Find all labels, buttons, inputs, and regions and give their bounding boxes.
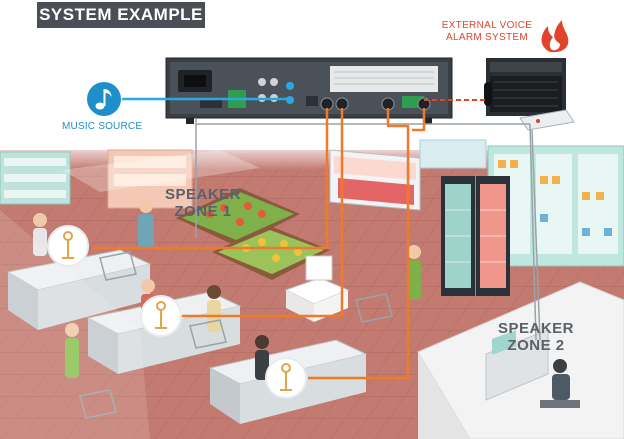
person xyxy=(407,245,421,300)
back-shelves xyxy=(0,139,624,267)
person xyxy=(207,285,221,332)
office-room xyxy=(417,281,624,439)
music-note-icon xyxy=(87,82,121,116)
rack-lines xyxy=(195,118,541,341)
freezers xyxy=(329,149,421,211)
shoppers xyxy=(33,199,421,380)
page-title: SYSTEM EXAMPLE xyxy=(37,2,205,28)
ceiling-speaker-icon xyxy=(47,225,89,267)
drink-coolers xyxy=(441,176,510,296)
speaker-cables xyxy=(92,108,426,380)
speaker-zone-2-line2: ZONE 2 xyxy=(507,337,565,354)
ceiling-speaker-icon xyxy=(140,295,182,337)
shopping-carts xyxy=(79,251,393,419)
external-alarm-label-line2: ALARM SYSTEM xyxy=(446,32,528,43)
speaker-zone-2-label: SPEAKER ZONE 2 xyxy=(486,320,586,354)
person xyxy=(138,199,154,248)
external-alarm-label-line1: EXTERNAL VOICE xyxy=(441,20,533,31)
produce-stands xyxy=(176,188,330,280)
fire-icon xyxy=(541,20,569,53)
voice-alarm-unit xyxy=(484,58,575,131)
stacked-boxes xyxy=(284,255,350,322)
ceiling-speaker-icon xyxy=(265,357,307,399)
music-source-label: MUSIC SOURCE xyxy=(62,121,143,132)
speaker-zone-2-line1: SPEAKER xyxy=(497,320,575,337)
person xyxy=(255,335,269,380)
mixer-amplifier xyxy=(165,57,453,124)
speaker-zone-1-line2: ZONE 1 xyxy=(174,203,232,220)
external-alarm-label: EXTERNAL VOICE ALARM SYSTEM xyxy=(432,20,542,44)
person xyxy=(33,213,47,256)
speaker-zone-1-label: SPEAKER ZONE 1 xyxy=(148,186,258,220)
person xyxy=(65,323,79,378)
zone-partitions xyxy=(0,150,260,439)
speaker-zone-1-line1: SPEAKER xyxy=(164,186,242,203)
